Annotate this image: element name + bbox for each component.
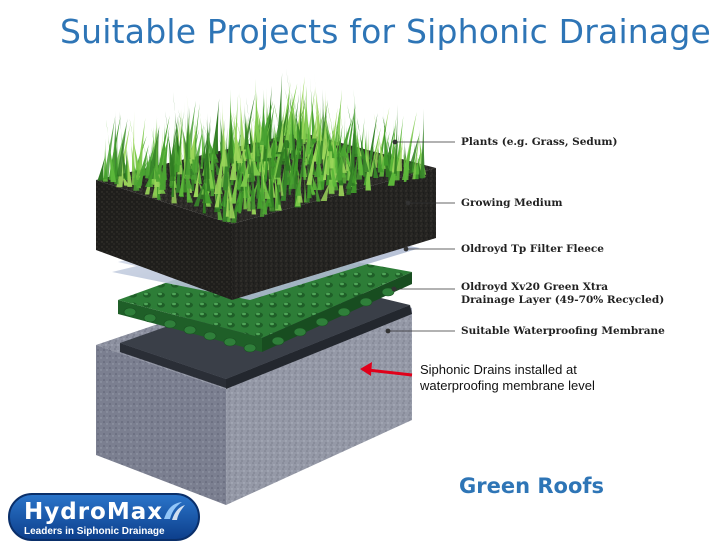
note-line1: Siphonic Drains installed at	[420, 362, 577, 377]
slide-title: Suitable Projects for Siphonic Drainage	[60, 12, 711, 51]
label-drainage-line1: Oldroyd Xv20 Green Xtra	[461, 281, 609, 293]
caption-green-roofs: Green Roofs	[459, 474, 605, 498]
note-line2: waterproofing membrane level	[420, 378, 595, 393]
red-arrow	[360, 362, 413, 377]
leader-lines	[385, 139, 455, 334]
label-waterproofing-membrane: Suitable Waterproofing Membrane	[461, 325, 665, 337]
grass-plants	[97, 68, 427, 223]
hydromax-logo: HydroMax Leaders in Siphonic Drainage	[8, 493, 200, 541]
water-drop-icon	[164, 502, 185, 520]
label-plants: Plants (e.g. Grass, Sedum)	[461, 136, 618, 148]
siphonic-drain-note: Siphonic Drains installed at waterproofi…	[420, 362, 595, 394]
label-drainage-line2: Drainage Layer (49-70% Recycled)	[461, 294, 665, 306]
logo-tagline: Leaders in Siphonic Drainage	[24, 526, 165, 537]
label-filter-fleece: Oldroyd Tp Filter Fleece	[461, 243, 604, 255]
label-drainage-layer: Oldroyd Xv20 Green Xtra Drainage Layer (…	[461, 281, 664, 307]
logo-name: HydroMax	[24, 499, 164, 525]
label-growing-medium: Growing Medium	[461, 197, 563, 209]
